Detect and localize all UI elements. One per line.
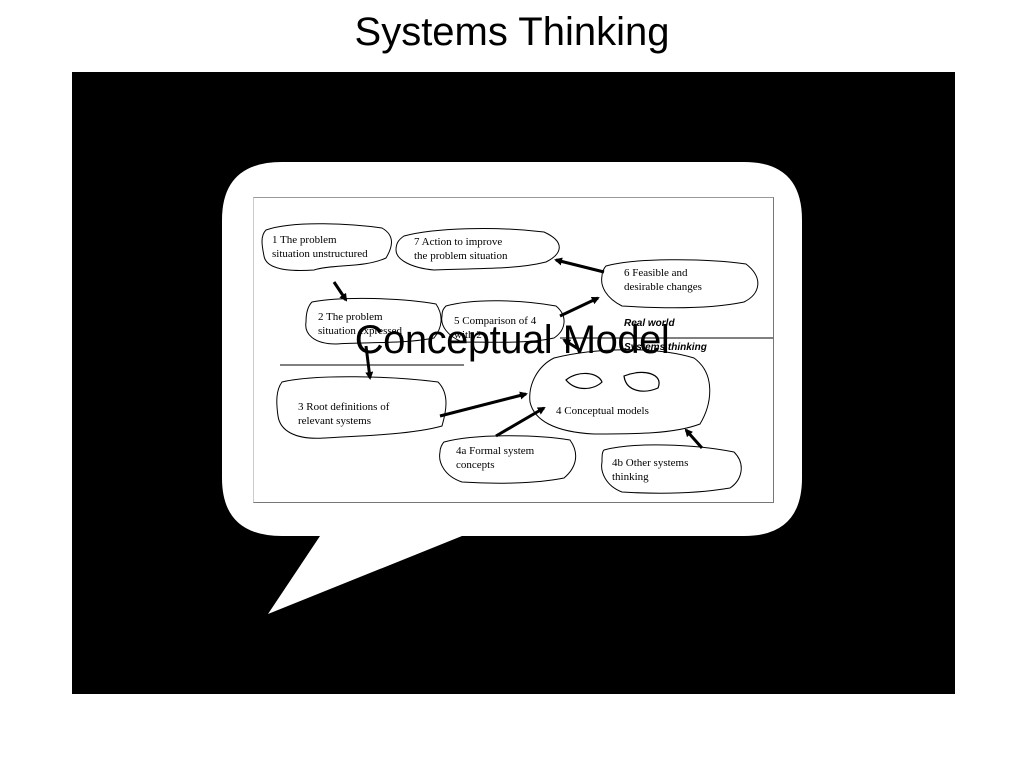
arrow-5-to-6: [559, 296, 600, 318]
blob-stage-6: [601, 259, 759, 309]
stage-4a-label: 4a Formal system concepts: [456, 445, 535, 471]
blob-stage-3: [276, 376, 447, 439]
stage-4-label: 4 Conceptual models: [556, 405, 649, 417]
blob-stage-7: [395, 228, 560, 271]
stage-5-label: 5 Comparison of 4 with 2: [454, 315, 537, 341]
arrow-4-to-5: [562, 338, 581, 352]
blob-stage-4b: [601, 444, 742, 494]
model-sketch-a: [565, 372, 603, 390]
stage-1-label: 1 The problem situation unstructured: [272, 234, 368, 260]
systems-thinking-label: Systems thinking: [624, 342, 707, 353]
slide-title: Systems Thinking: [354, 10, 670, 54]
arrow-2-to-3: [364, 345, 374, 380]
arrow-1-to-2: [332, 281, 348, 302]
arrow-3-to-4: [439, 391, 528, 418]
blob-stage-5: [441, 300, 565, 343]
blob-stage-1: [261, 223, 392, 271]
stage-2-label: 2 The problem situation expressed: [318, 311, 403, 337]
arrow-4b-to-4: [684, 428, 704, 449]
blob-stage-2: [305, 297, 442, 345]
stage-3-label: 3 Root definitions of relevant systems: [298, 401, 390, 427]
stage-7-label: 7 Action to improve the problem situatio…: [414, 236, 508, 262]
arrow-6-to-7: [554, 257, 605, 274]
blob-stage-4: [529, 349, 711, 435]
conceptual-model-label: Conceptual Model: [354, 318, 670, 362]
real-world-label: Real world: [624, 318, 675, 329]
stage-6-label: 6 Feasible and desirable changes: [624, 267, 702, 293]
arrow-4a-to-4: [495, 406, 546, 438]
diagram-drawing: [261, 223, 773, 494]
stage-4b-label: 4b Other systems thinking: [612, 457, 689, 483]
model-sketch-b: [623, 371, 660, 392]
soft-systems-diagram: 1 The problem situation unstructured 2 T…: [253, 197, 774, 503]
blob-stage-4a: [439, 435, 577, 484]
